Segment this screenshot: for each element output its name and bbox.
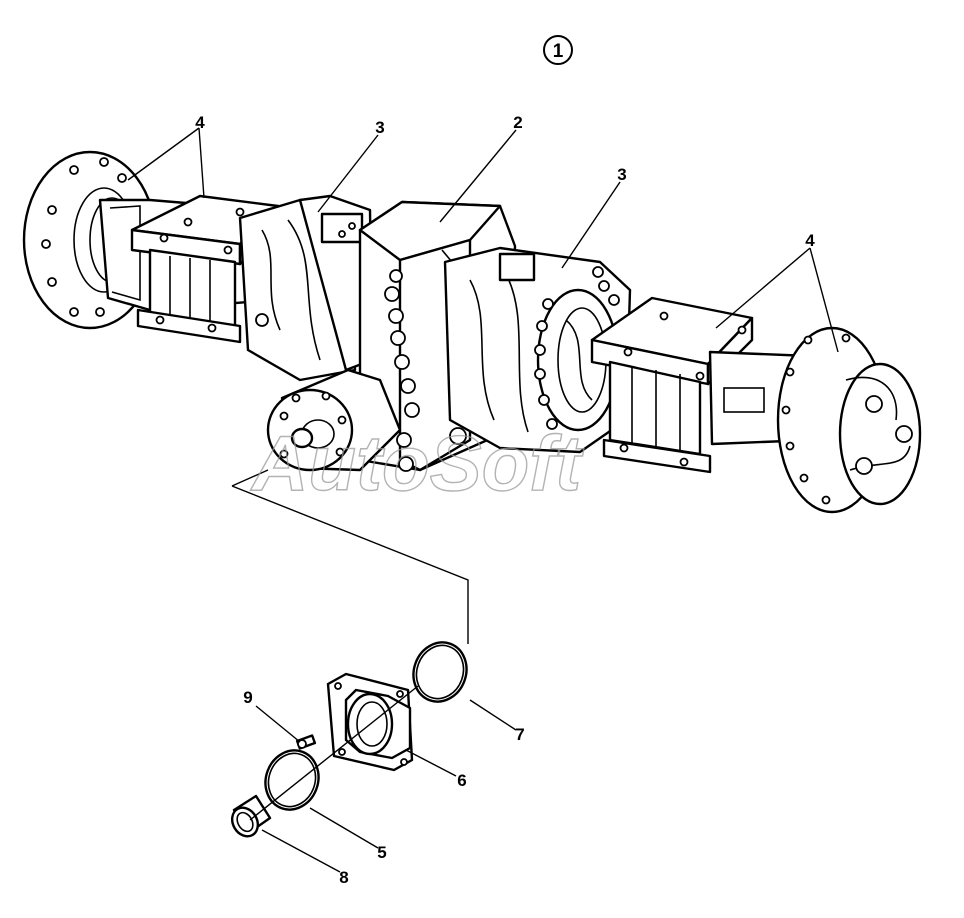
watermark: AutoSoft <box>250 419 584 507</box>
bushing <box>230 794 272 838</box>
right-spring-mount <box>590 296 754 474</box>
exploded-parts <box>230 641 468 838</box>
callout-6: 6 <box>457 771 466 790</box>
left-brake-housing <box>238 194 374 382</box>
callout-3-right: 3 <box>617 165 626 184</box>
right-wheel-flange <box>776 326 922 514</box>
flange-cover <box>326 672 414 772</box>
callout-4-left: 4 <box>195 113 205 132</box>
callout-4-right: 4 <box>805 231 815 250</box>
callout-7: 7 <box>515 725 524 744</box>
input-pinion-housing <box>266 368 402 472</box>
callout-9: 9 <box>243 688 252 707</box>
callout-8: 8 <box>339 868 348 887</box>
axle-assembly <box>22 150 922 514</box>
callout-3-left: 3 <box>375 118 384 137</box>
leader-lines <box>127 127 839 873</box>
view-number: 1 <box>553 41 564 62</box>
callout-2: 2 <box>513 113 522 132</box>
o-ring-small <box>264 749 320 811</box>
callout-5: 5 <box>377 843 386 862</box>
view-number-badge: 1 <box>543 35 573 65</box>
o-ring-large <box>412 641 468 703</box>
callout-labels: 4 3 2 3 4 9 7 6 5 8 <box>195 113 815 887</box>
